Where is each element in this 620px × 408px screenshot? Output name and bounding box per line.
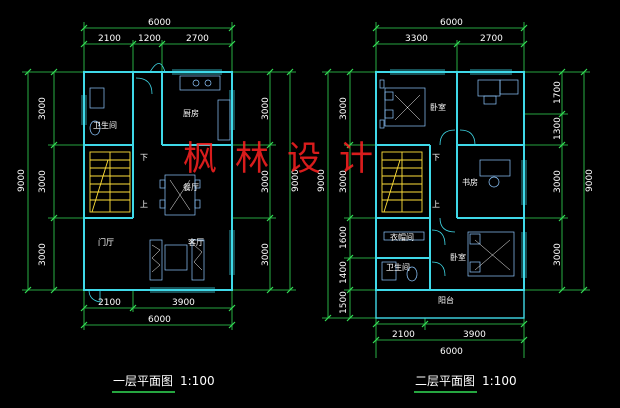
room-label: 阳台 <box>438 295 454 305</box>
plan1-windows <box>81 69 235 293</box>
dim-label: 1500 <box>339 291 349 314</box>
dim-label: 6000 <box>440 18 463 28</box>
dim-label: 1600 <box>339 226 349 249</box>
plan-scale: 1:100 <box>180 374 215 388</box>
dim-label: 9000 <box>317 169 327 192</box>
dim-label: 1300 <box>553 117 563 140</box>
room-label: 卫生间 <box>386 262 410 272</box>
stair-marker: 下 <box>432 153 440 162</box>
dim-label: 3000 <box>38 170 48 193</box>
dim-label: 3000 <box>38 243 48 266</box>
plan2-walls <box>375 71 525 319</box>
plan1-furniture-detail <box>151 179 203 273</box>
dim-label: 2100 <box>392 330 415 340</box>
room-label: 卧室 <box>430 102 446 112</box>
dim-label: 6000 <box>440 347 463 357</box>
dim-label: 1200 <box>138 34 161 44</box>
dim-label: 3000 <box>553 243 563 266</box>
plan2-stair <box>381 151 423 213</box>
dim-label: 3900 <box>172 298 195 308</box>
plan-1: 卫生间 厨房 餐厅 门厅 客厅 下 上 6000 2100 1200 2700 … <box>17 18 301 393</box>
plan-title: 一层平面图 <box>113 374 173 388</box>
watermark-text: 枫林设计 <box>183 139 391 179</box>
plan1-stair <box>89 151 131 213</box>
dim-label: 2100 <box>98 298 121 308</box>
plan2-fixtures <box>379 79 519 282</box>
room-label: 厨房 <box>183 108 199 118</box>
dim-label: 2700 <box>186 34 209 44</box>
dim-label: 3000 <box>261 170 271 193</box>
dim-label: 2700 <box>480 34 503 44</box>
dim-label: 1700 <box>553 81 563 104</box>
plan-scale: 1:100 <box>482 374 517 388</box>
plan1-walls <box>83 71 233 291</box>
plan-title: 二层平面图 <box>415 374 475 388</box>
plan1-fixtures <box>89 75 231 281</box>
plan2-furniture-detail <box>394 94 511 271</box>
dim-label: 6000 <box>148 18 171 28</box>
stair-marker: 上 <box>432 200 440 209</box>
dim-label: 9000 <box>585 169 595 192</box>
room-label: 衣帽间 <box>390 232 414 242</box>
dim-label: 6000 <box>148 315 171 325</box>
room-label: 餐厅 <box>183 183 199 192</box>
dim-label: 3000 <box>339 170 349 193</box>
room-label: 卫生间 <box>93 120 117 130</box>
plan-2: 卧室 书房 衣帽间 卫生间 卧室 阳台 下 上 6000 3300 2700 2… <box>317 18 595 393</box>
stair-marker: 上 <box>140 200 148 209</box>
room-label: 客厅 <box>188 237 204 247</box>
room-label: 卧室 <box>450 252 466 262</box>
dim-label: 1400 <box>339 261 349 284</box>
room-label: 书房 <box>462 177 478 187</box>
plan2-windows <box>390 69 527 278</box>
dim-label: 3900 <box>463 330 486 340</box>
plan2-dimension-lines <box>322 22 590 358</box>
dim-label: 3000 <box>261 243 271 266</box>
dim-label: 2100 <box>98 34 121 44</box>
dim-label: 3000 <box>553 170 563 193</box>
dim-label: 9000 <box>17 169 27 192</box>
dim-label: 3000 <box>261 97 271 120</box>
plan1-dimension-lines <box>22 22 296 330</box>
dim-label: 3000 <box>339 97 349 120</box>
dim-label: 3300 <box>405 34 428 44</box>
dim-label: 3000 <box>38 97 48 120</box>
dim-label: 9000 <box>291 169 301 192</box>
room-label: 门厅 <box>98 237 114 247</box>
stair-marker: 下 <box>140 153 148 162</box>
plan1-doors <box>88 63 166 303</box>
plan2-doors <box>431 129 476 277</box>
